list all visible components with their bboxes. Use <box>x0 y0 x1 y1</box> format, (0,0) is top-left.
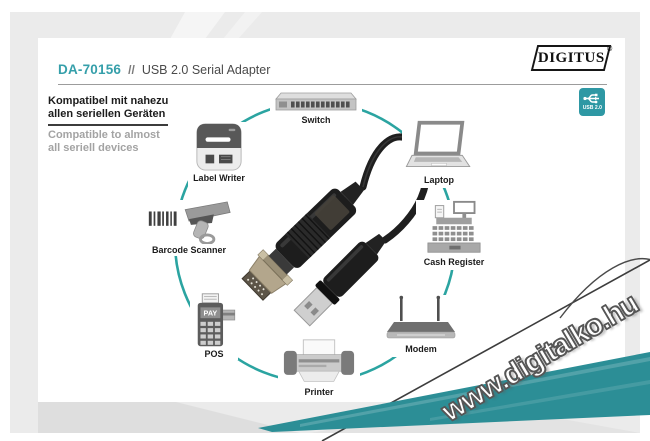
laptop-icon <box>405 120 471 168</box>
digitus-logo: DIGITUS® <box>530 45 613 71</box>
pos-screen-label: PAY <box>204 308 218 317</box>
usb-badge-label: USB 2.0 <box>582 105 602 111</box>
page-title: USB 2.0 Serial Adapter <box>141 63 271 77</box>
description-divider <box>48 124 168 126</box>
cash-register-icon <box>427 200 481 253</box>
device-laptop: Laptop <box>402 120 476 188</box>
device-printer: Printer <box>278 338 360 398</box>
device-label: Barcode Scanner <box>151 245 227 255</box>
device-label: Modem <box>405 344 437 354</box>
usb2-badge: USB 2.0 <box>579 88 605 116</box>
device-cash-register: Cash Register <box>416 200 492 270</box>
digitus-logo-text: DIGITUS® <box>537 45 613 66</box>
header-separator: // <box>128 63 135 77</box>
device-label: Label Writer <box>193 173 245 183</box>
device-label: Laptop <box>424 175 454 185</box>
page-header: DA-70156 // USB 2.0 Serial Adapter <box>58 62 270 77</box>
printer-icon <box>283 339 355 382</box>
device-pos: PAY POS <box>190 292 238 360</box>
label-writer-icon <box>196 123 242 171</box>
model-number: DA-70156 <box>58 62 122 77</box>
description-german: Kompatibel mit nahezu allen seriellen Ge… <box>48 95 169 120</box>
usb-trident-icon <box>583 93 599 104</box>
device-switch: Switch <box>270 90 362 130</box>
device-label: Cash Register <box>423 257 485 267</box>
device-label: Switch <box>301 115 331 125</box>
header-rule <box>58 84 607 85</box>
device-label: POS <box>204 349 224 359</box>
device-label-writer: Label Writer <box>188 122 250 188</box>
device-barcode-scanner: Barcode Scanner <box>145 200 233 256</box>
modem-icon <box>386 295 456 339</box>
description-english: Compatible to almost all seriell devices <box>48 129 160 154</box>
device-modem: Modem <box>382 295 460 357</box>
registered-trademark: ® <box>606 45 613 53</box>
network-switch-icon <box>275 92 357 111</box>
pos-terminal-icon: PAY <box>197 293 236 347</box>
barcode-scanner-icon <box>148 201 231 244</box>
device-label: Printer <box>304 387 334 397</box>
description-block: Kompatibel mit nahezu allen seriellen Ge… <box>48 95 168 155</box>
